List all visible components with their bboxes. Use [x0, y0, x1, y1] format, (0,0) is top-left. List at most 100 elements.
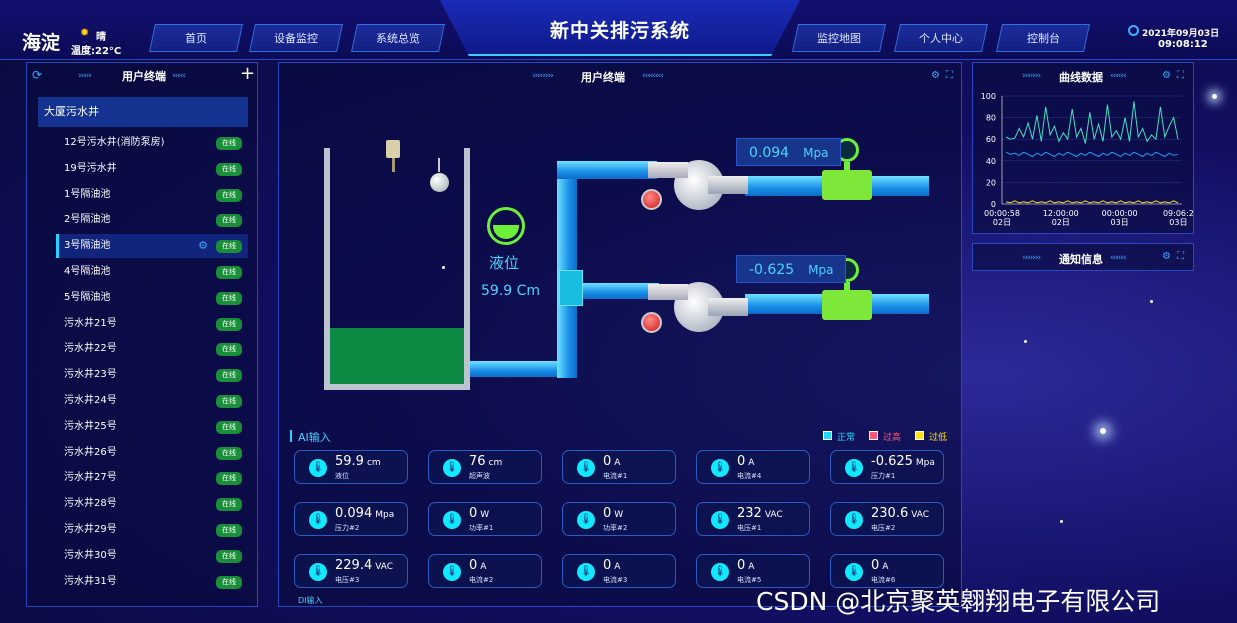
nav-personal-center[interactable]: 个人中心: [894, 24, 988, 52]
card-value: 0: [603, 558, 612, 573]
temperature-text: 温度:22°C: [71, 46, 122, 57]
nav-console[interactable]: 控制台: [996, 24, 1090, 52]
device-list-item[interactable]: 12号污水井(消防泵房)在线: [56, 131, 248, 155]
device-list-item[interactable]: 污水井31号在线: [56, 570, 248, 594]
thermometer-icon: 🌡: [711, 459, 729, 477]
device-name: 12号污水井(消防泵房): [64, 137, 165, 148]
group-header[interactable]: 大厦污水井: [38, 97, 248, 127]
card-unit: cm: [488, 458, 503, 468]
card-label: 功率#1: [469, 524, 494, 532]
device-list-item[interactable]: 3号隔油池⚙在线: [56, 234, 248, 259]
thermometer-icon: 🌡: [443, 511, 461, 529]
card-value: 0: [737, 454, 746, 469]
device-name: 污水井27号: [64, 472, 117, 484]
device-list-item[interactable]: 污水井22号在线: [56, 337, 248, 361]
thermometer-icon: 🌡: [309, 563, 327, 581]
fullscreen-icon[interactable]: ⛶: [946, 70, 953, 81]
nav-home[interactable]: 首页: [149, 24, 243, 52]
add-icon[interactable]: +: [240, 63, 256, 84]
nav-label: 监控地图: [817, 32, 861, 45]
device-list-item[interactable]: 污水井29号在线: [56, 518, 248, 542]
nav-monitor-map[interactable]: 监控地图: [792, 24, 886, 52]
pump-1[interactable]: [648, 160, 748, 210]
legend-label: 过低: [929, 433, 948, 443]
sun-icon: ✹: [80, 26, 90, 39]
curve-chart: 10080604020000:00:5802日12:00:0002日00:00:…: [981, 92, 1194, 227]
device-list-item[interactable]: 污水井27号在线: [56, 466, 248, 490]
star-decoration: [1060, 520, 1063, 523]
nav-device-monitor[interactable]: 设备监控: [249, 24, 343, 52]
star-decoration: [1024, 340, 1027, 343]
device-name: 污水井22号: [64, 343, 117, 355]
device-list-item[interactable]: 4号隔油池在线: [56, 260, 248, 284]
card-label: 电流#3: [603, 576, 628, 584]
title-arrows-left: ››››››››: [532, 71, 554, 81]
thermometer-icon: 🌡: [443, 563, 461, 581]
device-list-item[interactable]: 污水井28号在线: [56, 492, 248, 516]
x-tick-time: 00:00:00: [1102, 209, 1138, 218]
chart-series-line: [1005, 101, 1179, 144]
card-label: 电流#1: [603, 472, 628, 480]
tee-joint: [559, 270, 583, 306]
refresh-icon[interactable]: ⟳: [32, 68, 43, 82]
settings-icon[interactable]: ⚙: [1162, 251, 1171, 262]
curve-panel: [972, 62, 1194, 234]
card-unit: A: [748, 562, 755, 572]
nav-label: 系统总览: [376, 32, 420, 45]
device-name: 19号污水井: [64, 162, 117, 174]
device-list-item[interactable]: 污水井23号在线: [56, 363, 248, 387]
upper-branch-pipe: [557, 161, 657, 179]
device-list-item[interactable]: 1号隔油池在线: [56, 183, 248, 207]
card-label: 电压#2: [871, 524, 896, 532]
thermometer-icon: 🌡: [309, 459, 327, 477]
device-list-item[interactable]: 污水井25号在线: [56, 415, 248, 439]
fullscreen-icon[interactable]: ⛶: [1177, 251, 1184, 262]
settings-icon[interactable]: ⚙: [931, 70, 940, 81]
pressure-2-unit: Mpa: [808, 263, 834, 277]
pressure-1-unit: Mpa: [803, 146, 829, 160]
device-list-item[interactable]: 2号隔油池在线: [56, 208, 248, 232]
device-list-item[interactable]: 污水井21号在线: [56, 312, 248, 336]
card-label: 超声波: [469, 472, 490, 480]
status-badge: 在线: [216, 240, 242, 254]
device-list-item[interactable]: 污水井24号在线: [56, 389, 248, 413]
pump-2[interactable]: [648, 282, 748, 332]
y-tick-label: 20: [986, 178, 996, 187]
device-list-item[interactable]: 19号污水井在线: [56, 157, 248, 181]
fullscreen-icon[interactable]: ⛶: [1177, 70, 1184, 81]
device-settings-icon[interactable]: ⚙: [198, 239, 208, 253]
device-list-item[interactable]: 5号隔油池在线: [56, 286, 248, 310]
y-tick-label: 100: [981, 92, 996, 101]
card-label: 电压#3: [335, 576, 360, 584]
star-decoration: [442, 266, 445, 269]
title-arrows-left: ›››››: [78, 71, 92, 81]
nav-label: 个人中心: [919, 32, 963, 45]
user-terminal-panel: [26, 62, 258, 607]
nav-system-overview[interactable]: 系统总览: [351, 24, 445, 52]
device-list-item[interactable]: 污水井26号在线: [56, 441, 248, 465]
device-list-item[interactable]: 污水井30号在线: [56, 544, 248, 568]
settings-icon[interactable]: ⚙: [1162, 70, 1171, 81]
card-label: 压力#1: [871, 472, 896, 480]
